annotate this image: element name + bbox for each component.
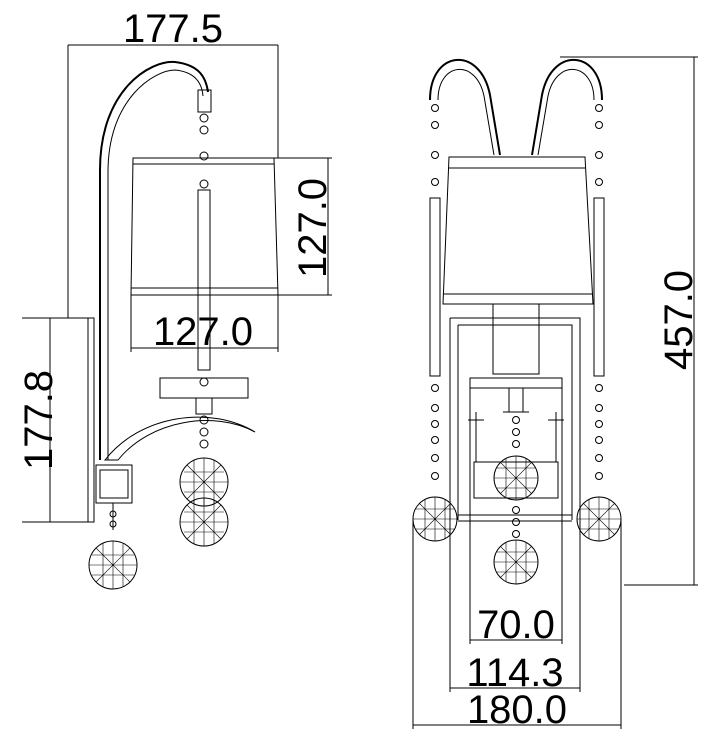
front-bead-chain-right — [595, 104, 603, 480]
front-bead-chain-center — [512, 416, 520, 538]
side-shade — [130, 157, 279, 415]
front-rod-right — [593, 197, 605, 377]
dim-label-127-0-width: 127.0 — [153, 310, 253, 354]
dim-label-127-0-height: 127.0 — [291, 178, 335, 278]
dim-label-114-3: 114.3 — [466, 651, 563, 695]
side-backplate — [49, 317, 133, 523]
dim-label-177-8: 177.8 — [17, 370, 61, 470]
dimension-mid-width: 114.3 — [449, 520, 581, 695]
side-arm — [99, 60, 256, 461]
front-crystal-right — [576, 496, 622, 542]
front-crosshair-markers — [468, 412, 564, 462]
dim-label-177-5: 177.5 — [123, 7, 223, 51]
front-arm-left — [429, 58, 501, 156]
front-crystal-center-bottom — [493, 539, 539, 585]
side-bead-chain-top — [199, 113, 209, 189]
dimension-shade-width: 127.0 — [130, 295, 279, 354]
front-bead-chain-left — [431, 104, 439, 480]
front-arm-right — [531, 58, 603, 156]
side-crystal-hanging — [88, 503, 138, 590]
dim-label-457-0: 457.0 — [657, 270, 701, 370]
front-frame — [449, 303, 581, 522]
side-crystal-lower — [179, 497, 229, 547]
front-shade — [442, 156, 594, 305]
side-view: 177.5 177.8 — [17, 7, 335, 590]
dimension-inner-width: 70.0 — [469, 388, 563, 647]
front-view: 457.0 — [412, 56, 701, 731]
dimension-overall-width-front: 180.0 — [412, 519, 622, 731]
front-crystal-left — [412, 496, 458, 542]
dimension-overall-width-side: 177.5 — [67, 7, 279, 318]
front-crystal-center-top — [493, 455, 539, 501]
front-rod-left — [429, 197, 441, 377]
dim-label-70-0: 70.0 — [477, 603, 555, 647]
dimension-backplate-height: 177.8 — [17, 317, 61, 523]
dimension-overall-height: 457.0 — [560, 56, 701, 586]
dim-label-180-0: 180.0 — [467, 688, 567, 731]
side-bead-chain-lower — [199, 377, 209, 449]
dimension-shade-height: 127.0 — [274, 157, 335, 296]
